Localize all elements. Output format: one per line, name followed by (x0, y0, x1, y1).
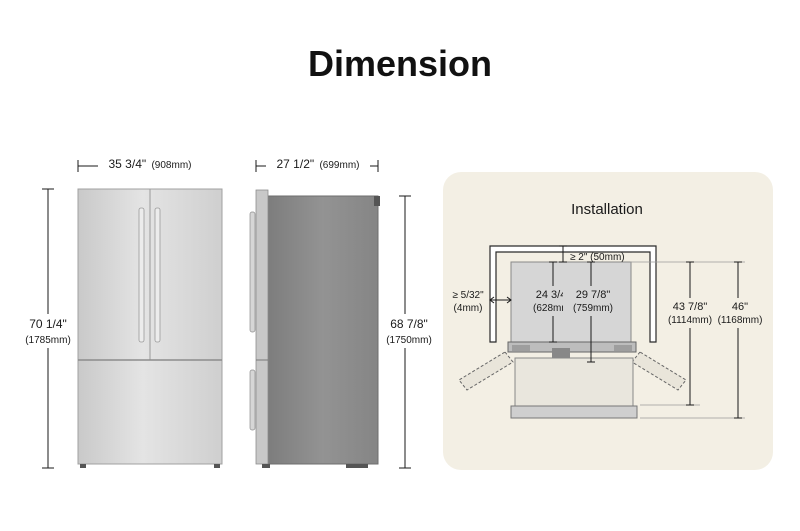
left-door-swing (458, 351, 514, 391)
installation-title: Installation (571, 201, 643, 218)
side-handle (249, 211, 256, 333)
svg-text:27 1/2" (699mm): 27 1/2" (699mm) (277, 157, 360, 171)
depth-a-mm: (628mm) (533, 303, 573, 314)
side-fridge-body (267, 195, 379, 465)
front-right-handle (154, 207, 161, 343)
side-height-mm: (1750mm) (386, 335, 432, 346)
cabinet-outline (489, 245, 657, 343)
depth-b-label: 29 7/8" (576, 289, 611, 301)
depth-d-mm: (1168mm) (718, 315, 763, 326)
right-door-swing (631, 351, 687, 391)
side-depth-label: 27 1/2" (277, 157, 315, 171)
page-title: Dimension (308, 43, 492, 84)
side-clearance-mm: (4mm) (454, 303, 483, 314)
side-clearance-label: ≥ 5/32" (452, 290, 484, 301)
depth-d-label: 46" (732, 301, 748, 313)
front-height-label: 70 1/4" (29, 317, 67, 331)
installation-panel: Installation ≥ 2" (50mm) ≥ 5/32" (4mm) (443, 172, 773, 470)
depth-c-label: 43 7/8" (673, 301, 708, 313)
front-left-handle (138, 207, 145, 343)
side-height-label: 68 7/8" (390, 317, 428, 331)
side-depth-mm: (699mm) (319, 160, 359, 171)
front-height-mm: (1785mm) (25, 335, 71, 346)
side-view: 27 1/2" (699mm) 68 7/8" (1750mm) (249, 156, 438, 469)
depth-c-mm: (1114mm) (668, 315, 712, 326)
drawer-top-view (514, 357, 634, 407)
depth-a-label: 24 3/4" (536, 289, 571, 301)
depth-b-mm: (759mm) (573, 303, 613, 314)
svg-text:35 3/4" (908mm): 35 3/4" (908mm) (109, 157, 192, 171)
front-view: 35 3/4" (908mm) 70 1/4" (1785mm) (18, 156, 226, 469)
front-width-label: 35 3/4" (109, 157, 147, 171)
front-width-mm: (908mm) (151, 160, 191, 171)
top-clearance-label: ≥ 2" (50mm) (570, 252, 625, 263)
